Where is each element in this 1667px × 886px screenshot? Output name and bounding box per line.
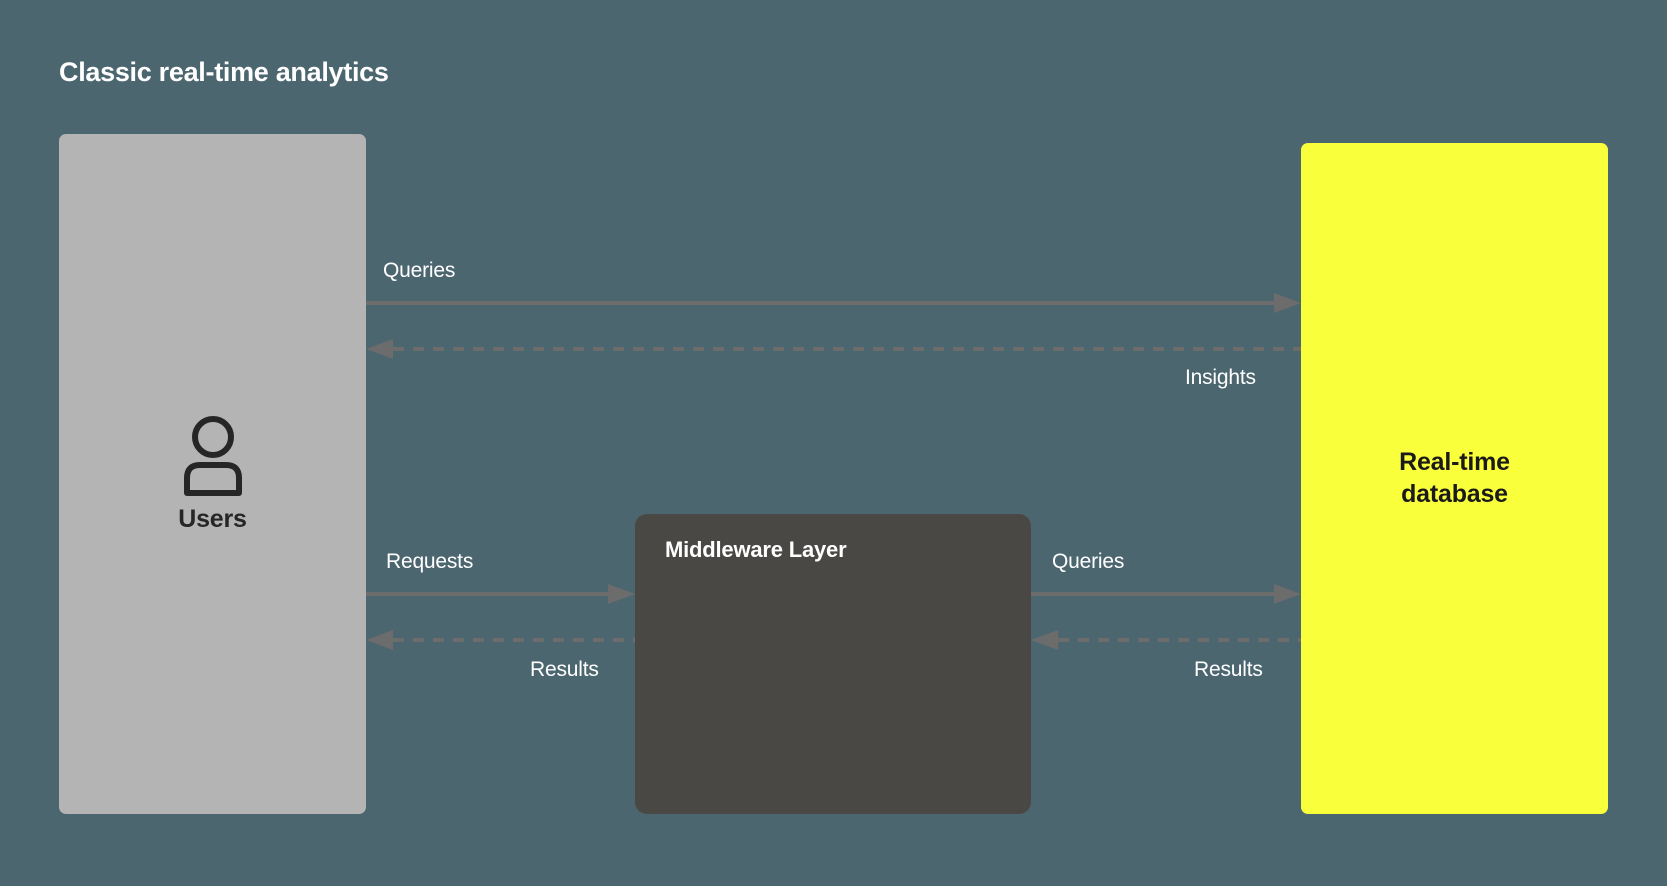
node-database-label: Real-time database [1399,447,1510,510]
edge-database-to-users-insights [366,338,1301,360]
edge-label-queries-middleware-database: Queries [1052,550,1125,573]
edge-middleware-to-database-queries [1031,583,1301,605]
edge-users-to-middleware-requests [366,583,635,605]
edge-label-results-middleware-users: Results [530,658,599,681]
node-middleware-label: Middleware Layer [665,537,847,562]
node-database-content: Real-time database [1301,143,1608,814]
node-middleware[interactable]: Middleware Layer [635,514,1031,814]
edge-users-to-database-queries [366,292,1301,314]
node-database-label-line1: Real-time [1399,448,1510,477]
edge-label-results-database-middleware: Results [1194,658,1263,681]
node-database[interactable]: Real-time database [1301,143,1608,814]
page-title: Classic real-time analytics [59,57,389,87]
node-users[interactable]: Users [59,134,366,814]
node-users-label: Users [178,504,247,533]
edge-middleware-to-users-results [366,629,635,651]
user-icon [183,415,242,496]
node-database-label-line2: database [1401,479,1508,508]
edge-label-requests-users-middleware: Requests [386,550,474,573]
edge-database-to-middleware-results [1031,629,1301,651]
node-users-content: Users [59,134,366,814]
edge-label-queries-users-database: Queries [383,259,456,282]
edge-label-insights-database-users: Insights [1185,366,1256,389]
